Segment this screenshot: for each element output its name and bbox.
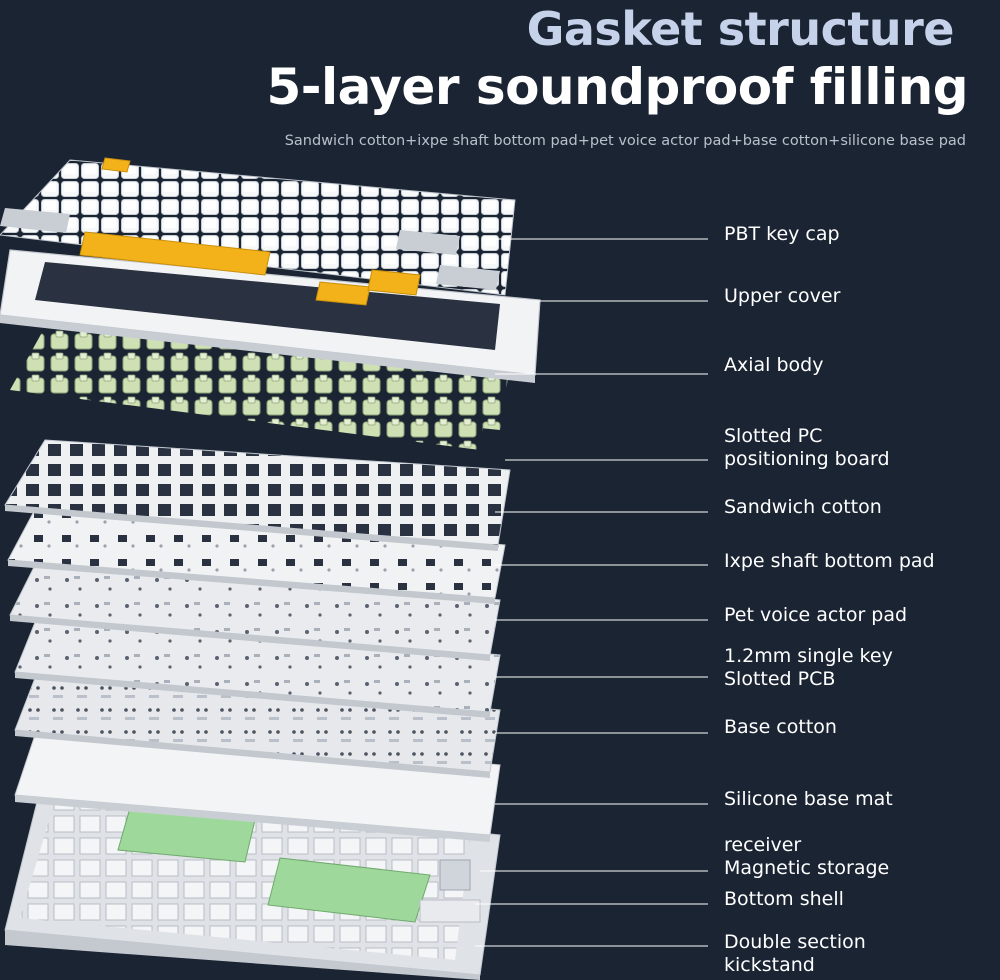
title: Gasket structure bbox=[526, 2, 955, 56]
positioning-board-layer bbox=[4, 439, 511, 551]
keycap-layer bbox=[0, 157, 516, 306]
headline: 5-layer soundproof filling bbox=[266, 58, 968, 116]
label-kickstand: Double section kickstand bbox=[724, 931, 866, 976]
label-base-cotton: Base cotton bbox=[724, 716, 837, 738]
leader-lines bbox=[475, 238, 708, 947]
label-bottom-shell: Bottom shell bbox=[724, 888, 844, 910]
label-magnetic-storage: receiver Magnetic storage bbox=[724, 834, 890, 879]
label-pcb: 1.2mm single key Slotted PCB bbox=[724, 645, 893, 690]
label-pet-pad: Pet voice actor pad bbox=[724, 604, 908, 626]
label-upper-cover: Upper cover bbox=[724, 285, 841, 307]
bottom-shell-layer bbox=[4, 789, 501, 980]
label-silicone-base-mat: Silicone base mat bbox=[724, 788, 893, 810]
gray-keycaps bbox=[0, 208, 500, 290]
label-ixpe-pad: Ixpe shaft bottom pad bbox=[724, 550, 935, 572]
yellow-keycaps bbox=[79, 157, 421, 306]
silicone-base-mat bbox=[117, 807, 431, 923]
label-positioning-board: Slotted PC positioning board bbox=[724, 425, 890, 470]
label-sandwich-cotton: Sandwich cotton bbox=[724, 496, 882, 518]
upper-cover-layer bbox=[0, 249, 541, 383]
label-axial-body: Axial body bbox=[724, 354, 824, 376]
subtitle: Sandwich cotton+ixpe shaft bottom pad+pe… bbox=[284, 133, 966, 149]
kickstand bbox=[419, 859, 481, 923]
label-pbt-key-cap: PBT key cap bbox=[724, 223, 840, 245]
